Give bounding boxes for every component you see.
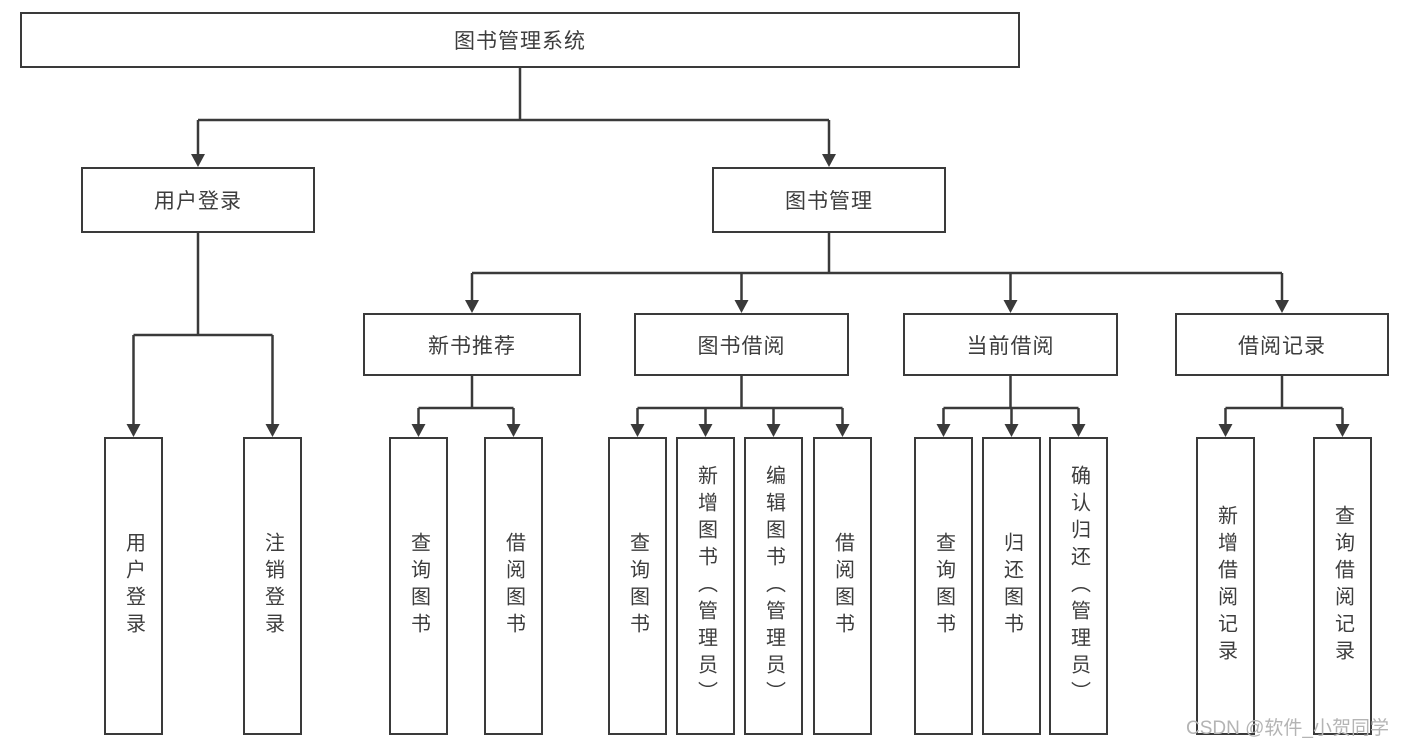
node-current-borrowing-label: 当前借阅 bbox=[966, 334, 1055, 358]
leaf-borrowing-borrow-books: 借阅图书 bbox=[813, 437, 872, 735]
leaf-recommend-query-books: 查询图书 bbox=[389, 437, 448, 735]
node-book-borrowing-label: 图书借阅 bbox=[697, 334, 786, 358]
node-user-login: 用户登录 bbox=[81, 167, 315, 233]
leaf-borrowing-query-books-label: 查询图书 bbox=[626, 532, 649, 640]
leaf-user-login-label: 用户登录 bbox=[122, 532, 145, 640]
node-book-borrowing: 图书借阅 bbox=[634, 313, 849, 376]
leaf-return-book-label: 归还图书 bbox=[1000, 532, 1023, 640]
watermark: CSDN @软件_小贺同学 bbox=[1186, 718, 1389, 739]
node-book-management: 图书管理 bbox=[712, 167, 946, 233]
leaf-recommend-query-books-label: 查询图书 bbox=[407, 532, 430, 640]
node-book-management-label: 图书管理 bbox=[785, 190, 873, 213]
node-new-book-recommend-label: 新书推荐 bbox=[428, 334, 516, 358]
leaf-add-borrow-record: 新增借阅记录 bbox=[1196, 437, 1255, 735]
node-user-login-label: 用户登录 bbox=[154, 190, 242, 213]
node-root-label: 图书管理系统 bbox=[454, 30, 586, 53]
node-borrow-records: 借阅记录 bbox=[1175, 313, 1389, 376]
leaf-current-query-books: 查询图书 bbox=[914, 437, 973, 735]
leaf-query-borrow-record-label: 查询借阅记录 bbox=[1331, 505, 1354, 667]
leaf-return-book: 归还图书 bbox=[982, 437, 1041, 735]
node-borrow-records-label: 借阅记录 bbox=[1238, 334, 1326, 358]
leaf-confirm-return-admin-label: 确认归还（管理员） bbox=[1067, 464, 1090, 708]
leaf-confirm-return-admin: 确认归还（管理员） bbox=[1049, 437, 1108, 735]
leaf-current-query-books-label: 查询图书 bbox=[932, 532, 955, 640]
leaf-borrowing-query-books: 查询图书 bbox=[608, 437, 667, 735]
node-root: 图书管理系统 bbox=[20, 12, 1020, 68]
leaf-query-borrow-record: 查询借阅记录 bbox=[1313, 437, 1372, 735]
leaf-add-borrow-record-label: 新增借阅记录 bbox=[1214, 505, 1237, 667]
leaf-user-login: 用户登录 bbox=[104, 437, 163, 735]
leaf-logout: 注销登录 bbox=[243, 437, 302, 735]
leaf-edit-book-admin: 编辑图书（管理员） bbox=[744, 437, 803, 735]
node-new-book-recommend: 新书推荐 bbox=[363, 313, 581, 376]
leaf-recommend-borrow-books: 借阅图书 bbox=[484, 437, 543, 735]
leaf-add-book-admin: 新增图书（管理员） bbox=[676, 437, 735, 735]
leaf-logout-label: 注销登录 bbox=[261, 532, 284, 640]
leaf-add-book-admin-label: 新增图书（管理员） bbox=[694, 464, 717, 708]
leaf-recommend-borrow-books-label: 借阅图书 bbox=[502, 532, 525, 640]
node-current-borrowing: 当前借阅 bbox=[903, 313, 1118, 376]
leaf-borrowing-borrow-books-label: 借阅图书 bbox=[831, 532, 854, 640]
leaf-edit-book-admin-label: 编辑图书（管理员） bbox=[762, 464, 785, 708]
